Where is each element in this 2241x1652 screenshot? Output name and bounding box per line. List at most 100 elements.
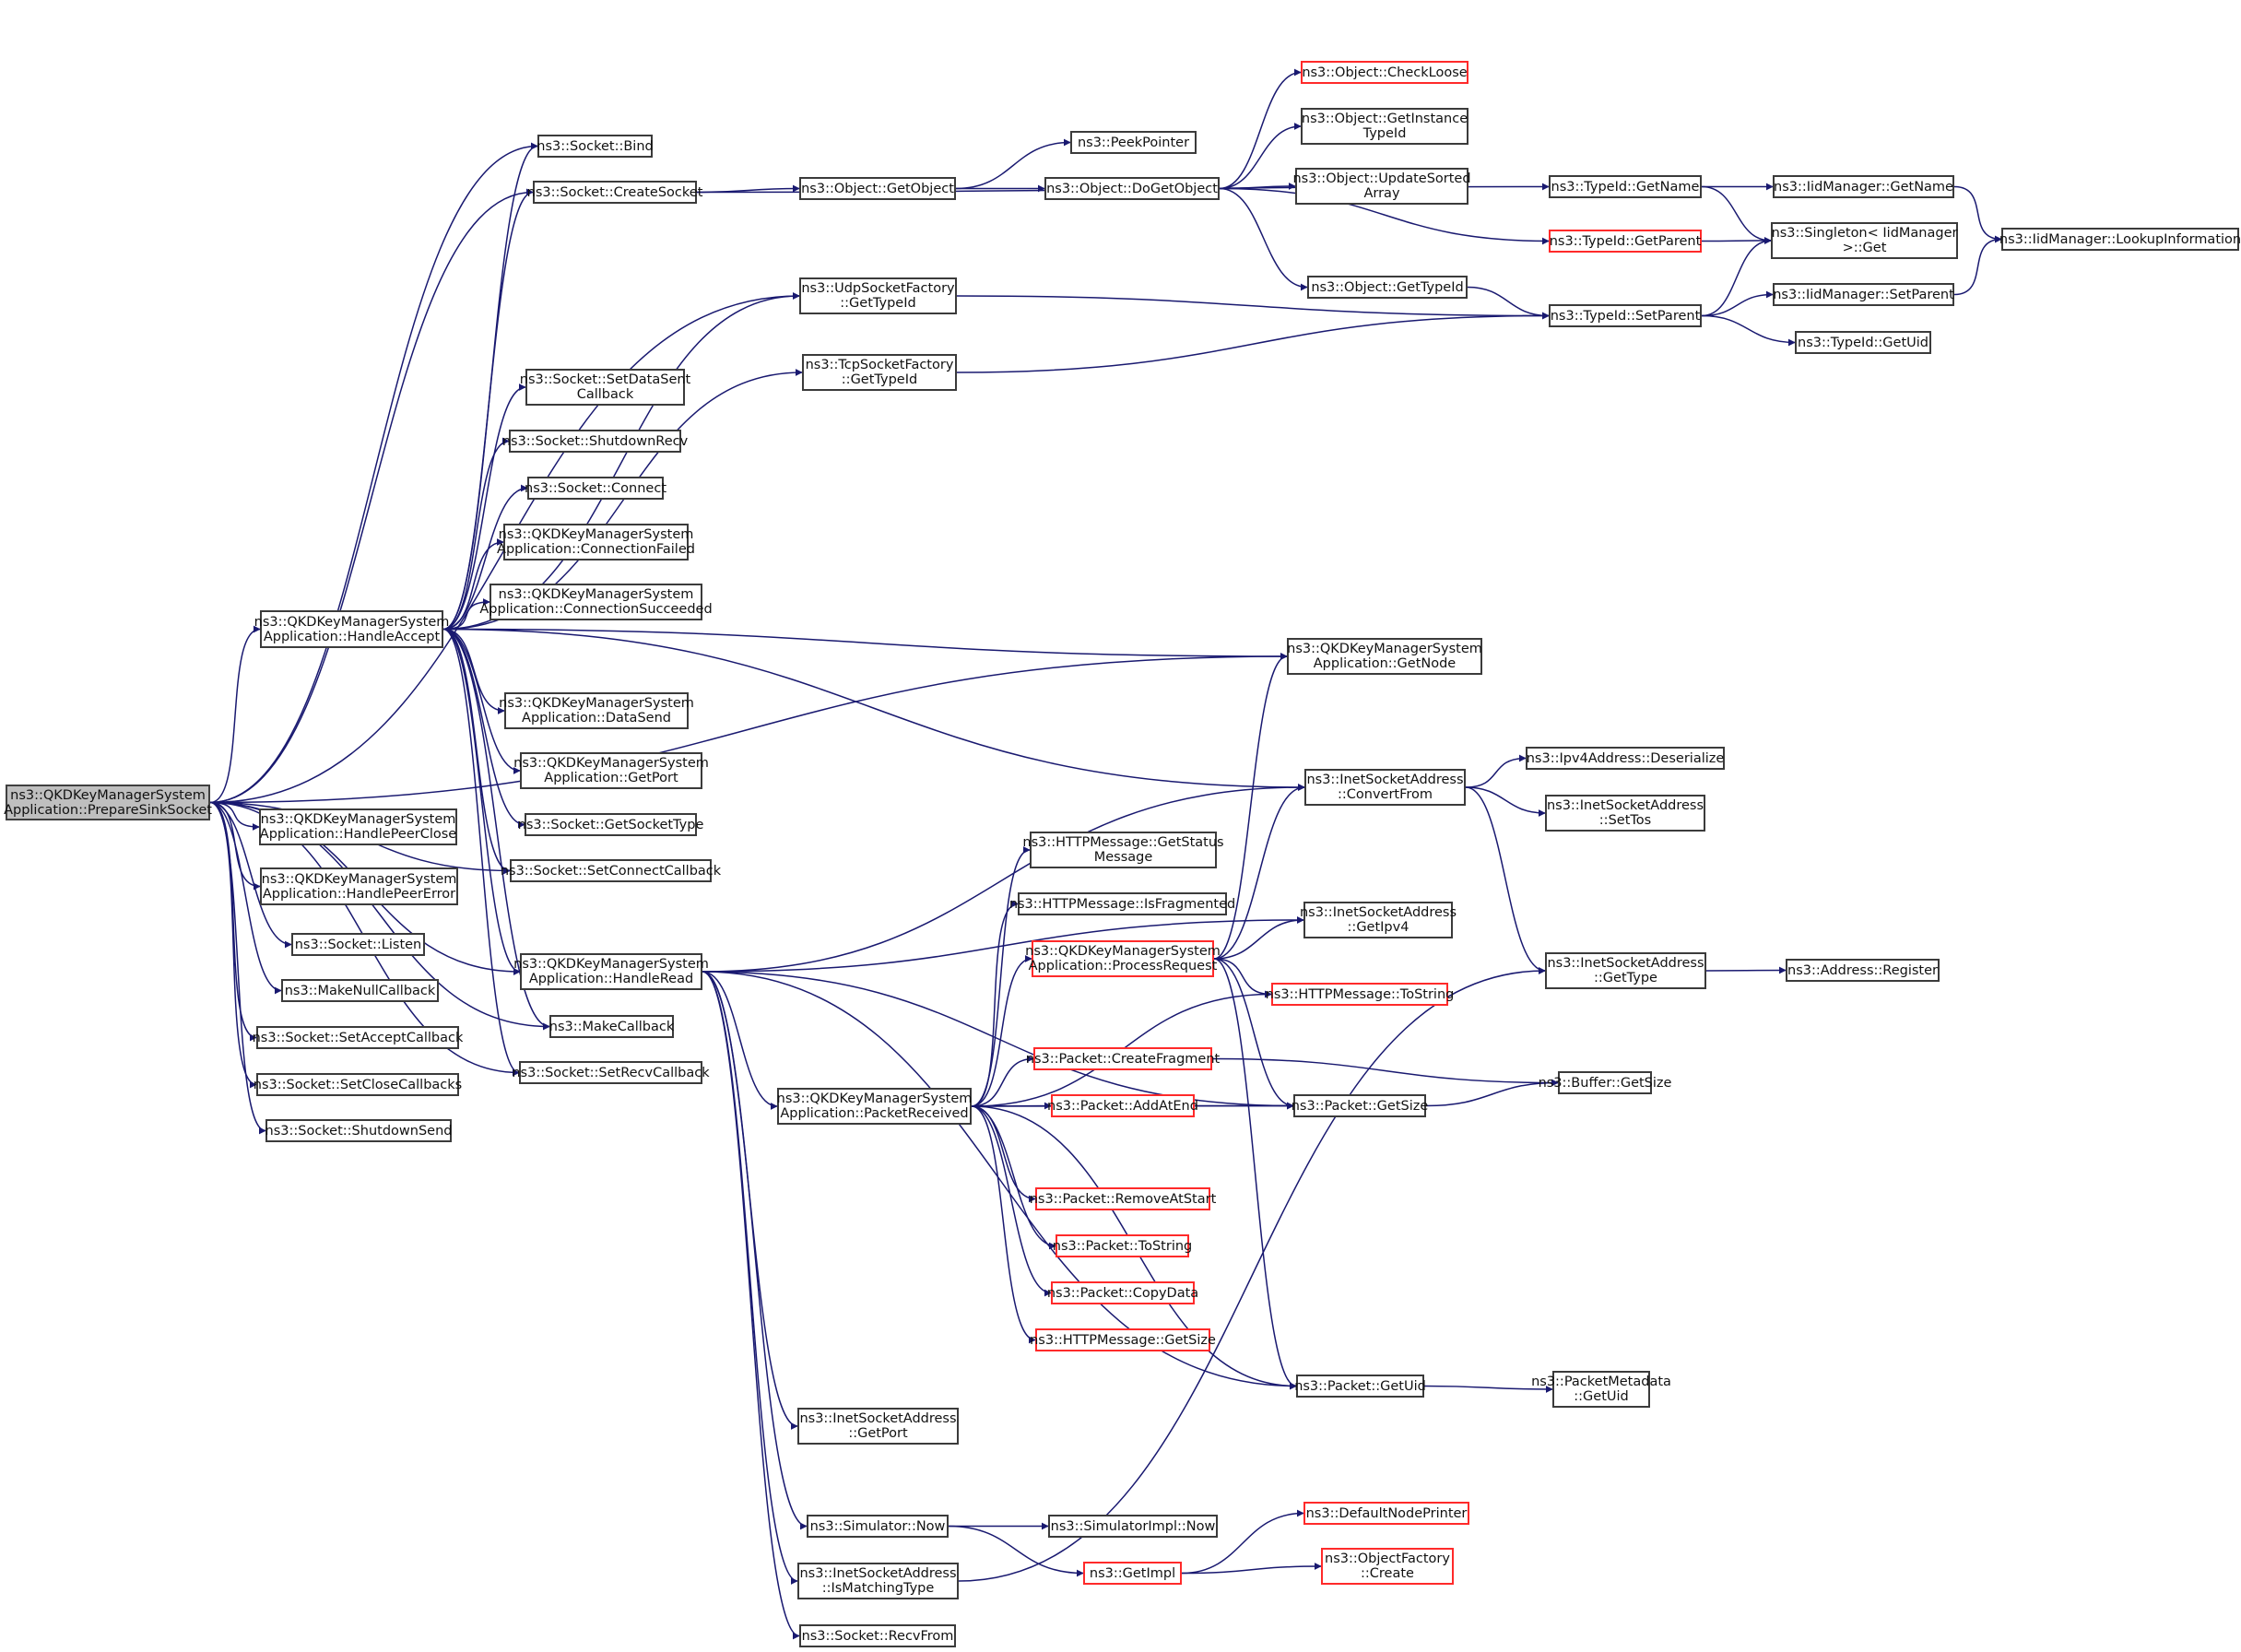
node-check-loose[interactable]: ns3::Object::CheckLoose <box>1301 61 1468 84</box>
edge-HandleAccept-to-SetRecvCallback <box>442 628 520 1077</box>
node-simulator-impl-now[interactable]: ns3::SimulatorImpl::Now <box>1048 1515 1218 1538</box>
node-get-status-message[interactable]: ns3::HTTPMessage::GetStatus Message <box>1022 832 1224 868</box>
node-set-recv-callback[interactable]: ns3::Socket::SetRecvCallback <box>512 1061 710 1084</box>
edge-SimulatorNow-to-GetImpl <box>948 1525 1084 1577</box>
node-set-tos[interactable]: ns3::InetSocketAddress ::SetTos <box>1545 795 1705 832</box>
edge-HandleAccept-to-GetNode <box>442 628 1288 660</box>
node-set-data-sent-callback[interactable]: ns3::Socket::SetDataSent Callback <box>520 369 690 406</box>
node-metadata-get-uid[interactable]: ns3::PacketMetadata ::GetUid <box>1531 1371 1671 1408</box>
edge-ObjGetTypeId-to-TypeIdSetParent <box>1467 286 1550 320</box>
node-recv-from[interactable]: ns3::Socket::RecvFrom <box>799 1624 956 1647</box>
edge-PacketGetUid-to-MetadataGetUid <box>1423 1385 1553 1393</box>
node-packet-to-string[interactable]: ns3::Packet::ToString <box>1053 1234 1192 1257</box>
node-handle-read[interactable]: ns3::QKDKeyManagerSystem Application::Ha… <box>513 953 709 990</box>
node-packet-get-uid[interactable]: ns3::Packet::GetUid <box>1294 1375 1426 1398</box>
node-lookup-information[interactable]: ns3::IidManager::LookupInformation <box>1999 228 2241 251</box>
node-deserialize[interactable]: ns3::Ipv4Address::Deserialize <box>1526 747 1725 770</box>
node-shutdown-send[interactable]: ns3::Socket::ShutdownSend <box>265 1119 452 1142</box>
node-iid-get-name[interactable]: ns3::IidManager::GetName <box>1773 175 1954 198</box>
node-make-null-callback[interactable]: ns3::MakeNullCallback <box>281 979 439 1002</box>
node-default-node-printer[interactable]: ns3::DefaultNodePrinter <box>1303 1502 1469 1525</box>
node-update-sorted-array[interactable]: ns3::Object::UpdateSorted Array <box>1292 168 1471 205</box>
edge-HandleRead-to-SimulatorNow <box>702 971 808 1530</box>
node-obj-get-object[interactable]: ns3::Object::GetObject <box>799 177 956 200</box>
node-connect[interactable]: ns3::Socket::Connect <box>525 477 666 500</box>
edge-HandleAccept-to-ShutdownRecv <box>442 437 510 631</box>
edge-ProcessRequest-to-HttpToString <box>1213 958 1272 998</box>
node-process-request[interactable]: ns3::QKDKeyManagerSystem Application::Pr… <box>1025 940 1221 977</box>
node-set-connect-callback[interactable]: ns3::Socket::SetConnectCallback <box>501 859 721 882</box>
node-handle-peer-close[interactable]: ns3::QKDKeyManagerSystem Application::Ha… <box>259 808 457 845</box>
edge-HandleRead-to-PacketReceived <box>702 971 778 1110</box>
node-remove-at-start[interactable]: ns3::Packet::RemoveAtStart <box>1030 1187 1216 1210</box>
edge-GetImpl-to-DefaultNodePrinter <box>1181 1509 1304 1575</box>
edge-ProcessRequest-to-GetNode <box>1213 653 1288 960</box>
node-add-at-end[interactable]: ns3::Packet::AddAtEnd <box>1047 1094 1198 1117</box>
node-set-accept-callback[interactable]: ns3::Socket::SetAcceptCallback <box>253 1026 463 1049</box>
edge-ObjGetObject-to-PeekPointer <box>955 138 1071 190</box>
edge-ProcessRequest-to-PacketGetUid <box>1213 958 1297 1390</box>
node-app-get-port[interactable]: ns3::QKDKeyManagerSystem Application::Ge… <box>513 752 709 789</box>
node-do-get-object[interactable]: ns3::Object::DoGetObject <box>1044 177 1220 200</box>
node-simulator-now[interactable]: ns3::Simulator::Now <box>807 1515 949 1538</box>
edge-UdpGetTypeId-to-TypeIdSetParent <box>956 295 1550 320</box>
node-buffer-get-size[interactable]: ns3::Buffer::GetSize <box>1539 1071 1671 1094</box>
node-get-socket-type[interactable]: ns3::Socket::GetSocketType <box>518 813 703 836</box>
node-inet-get-port[interactable]: ns3::InetSocketAddress ::GetPort <box>797 1408 959 1445</box>
edge-DoGetObject-to-TypeIdGetParent <box>1219 187 1550 245</box>
node-handle-accept[interactable]: ns3::QKDKeyManagerSystem Application::Ha… <box>254 610 449 648</box>
node-tcp-get-type-id[interactable]: ns3::TcpSocketFactory ::GetTypeId <box>802 354 957 391</box>
node-connection-failed[interactable]: ns3::QKDKeyManagerSystem Application::Co… <box>497 524 695 560</box>
edge-HandleAccept-to-ConvertFrom <box>442 628 1305 791</box>
node-address-register[interactable]: ns3::Address::Register <box>1786 959 1940 982</box>
edge-HandleAccept-to-DataSend <box>442 628 505 714</box>
edge-ConvertFrom-to-Deserialize <box>1465 754 1527 788</box>
edge-TypeIdSetParent-to-TypeIdGetUid <box>1701 314 1796 347</box>
node-inet-get-type[interactable]: ns3::InetSocketAddress ::GetType <box>1545 952 1706 989</box>
node-make-callback[interactable]: ns3::MakeCallback <box>549 1015 674 1038</box>
edge-root-to-Listen <box>209 801 292 949</box>
node-shutdown-recv[interactable]: ns3::Socket::ShutdownRecv <box>502 430 688 453</box>
edge-root-to-MakeNullCallback <box>209 801 282 995</box>
node-convert-from[interactable]: ns3::InetSocketAddress ::ConvertFrom <box>1304 769 1466 806</box>
node-iid-set-parent[interactable]: ns3::IidManager::SetParent <box>1773 283 1954 306</box>
node-is-matching-type[interactable]: ns3::InetSocketAddress ::IsMatchingType <box>797 1563 959 1599</box>
node-copy-data[interactable]: ns3::Packet::CopyData <box>1047 1281 1198 1304</box>
node-get-node[interactable]: ns3::QKDKeyManagerSystem Application::Ge… <box>1287 638 1482 675</box>
node-obj-get-type-id[interactable]: ns3::Object::GetTypeId <box>1307 276 1468 299</box>
edge-ProcessRequest-to-PacketGetSize <box>1213 958 1294 1110</box>
node-connection-succeeded[interactable]: ns3::QKDKeyManagerSystem Application::Co… <box>479 584 713 620</box>
edge-root-to-SetCloseCallbacks <box>209 801 257 1089</box>
node-is-fragmented[interactable]: ns3::HTTPMessage::IsFragmented <box>1009 892 1235 915</box>
node-create-socket[interactable]: ns3::Socket::CreateSocket <box>527 181 702 204</box>
node-set-close-callbacks[interactable]: ns3::Socket::SetCloseCallbacks <box>254 1073 462 1096</box>
node-type-id-get-parent[interactable]: ns3::TypeId::GetParent <box>1549 230 1702 253</box>
node-bind[interactable]: ns3::Socket::Bind <box>537 135 654 158</box>
node-type-id-get-uid[interactable]: ns3::TypeId::GetUid <box>1795 331 1931 354</box>
node-get-instance-type-id[interactable]: ns3::Object::GetInstance TypeId <box>1301 108 1468 145</box>
edge-IidSetParent-to-LookupInformation <box>1953 235 2002 296</box>
node-handle-peer-error[interactable]: ns3::QKDKeyManagerSystem Application::Ha… <box>260 867 458 905</box>
node-udp-get-type-id[interactable]: ns3::UdpSocketFactory ::GetTypeId <box>799 277 957 314</box>
edge-DoGetObject-to-GetInstanceTypeId <box>1219 123 1302 190</box>
node-type-id-set-parent[interactable]: ns3::TypeId::SetParent <box>1549 304 1702 327</box>
edge-TypeIdSetParent-to-IidSetParent <box>1701 290 1774 317</box>
edge-GetImpl-to-ObjectFactoryCreate <box>1181 1563 1322 1575</box>
edge-root-to-GetNode <box>209 653 1288 804</box>
node-get-impl[interactable]: ns3::GetImpl <box>1083 1562 1182 1585</box>
node-packet-get-size[interactable]: ns3::Packet::GetSize <box>1292 1094 1428 1117</box>
node-get-ipv4[interactable]: ns3::InetSocketAddress ::GetIpv4 <box>1300 902 1457 938</box>
node-peek-pointer[interactable]: ns3::PeekPointer <box>1070 131 1197 154</box>
node-create-fragment[interactable]: ns3::Packet::CreateFragment <box>1026 1047 1220 1070</box>
edge-PacketReceived-to-CopyData <box>971 1105 1052 1297</box>
node-http-get-size[interactable]: ns3::HTTPMessage::GetSize <box>1030 1328 1216 1351</box>
node-listen[interactable]: ns3::Socket::Listen <box>291 933 425 956</box>
node-object-factory-create[interactable]: ns3::ObjectFactory ::Create <box>1321 1548 1454 1585</box>
node-singleton-get[interactable]: ns3::Singleton< IidManager >::Get <box>1771 222 1958 259</box>
node-packet-received[interactable]: ns3::QKDKeyManagerSystem Application::Pa… <box>777 1088 972 1125</box>
node-data-send[interactable]: ns3::QKDKeyManagerSystem Application::Da… <box>499 692 694 729</box>
edge-ProcessRequest-to-GetIpv4 <box>1213 916 1304 960</box>
node-type-id-get-name[interactable]: ns3::TypeId::GetName <box>1549 175 1702 198</box>
node-http-to-string[interactable]: ns3::HTTPMessage::ToString <box>1266 983 1454 1006</box>
edge-ConvertFrom-to-InetGetType <box>1465 786 1546 974</box>
